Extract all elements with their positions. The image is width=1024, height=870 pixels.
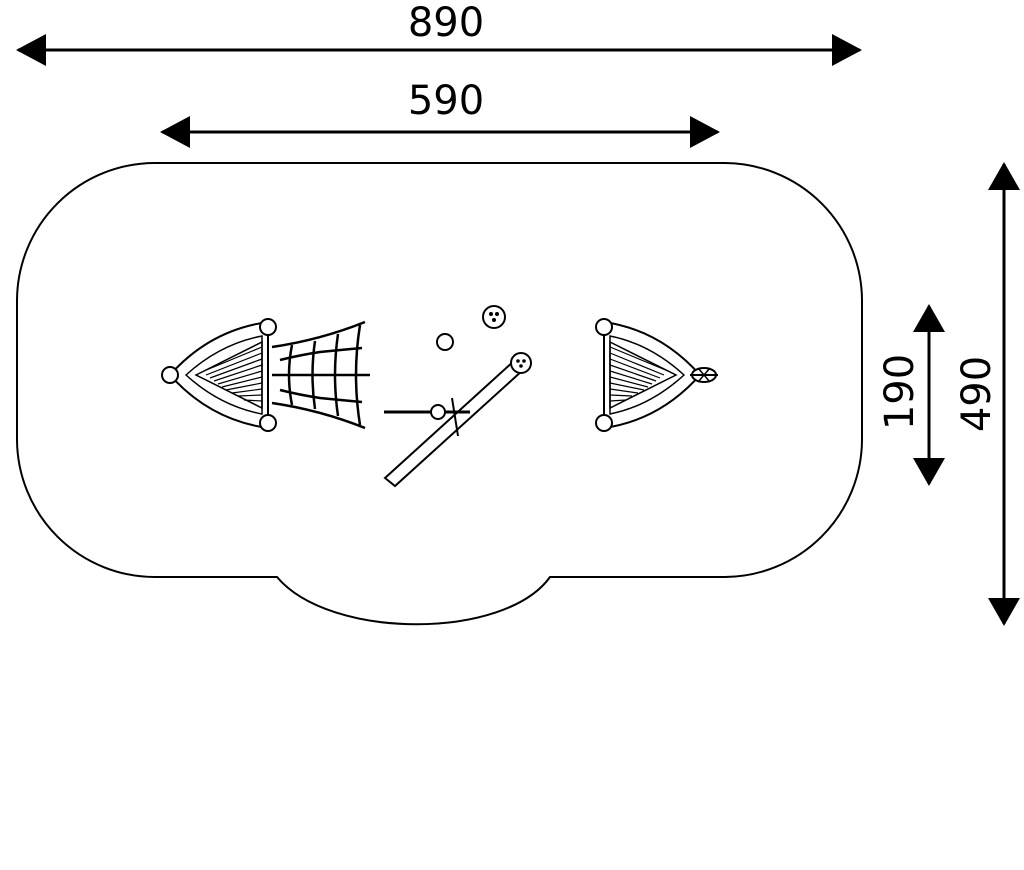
arrow-down-icon [913, 458, 945, 486]
arrow-right-icon [690, 116, 720, 148]
right-ship-stern-icon [595, 318, 718, 432]
arrow-right-icon [832, 34, 862, 66]
left-ship-bow-icon [161, 318, 277, 432]
dimension-label-overall-width: 890 [408, 0, 484, 46]
dimension-inner-depth: 190 [877, 304, 945, 486]
stepping-post-icon [482, 305, 506, 329]
arrow-down-icon [988, 598, 1020, 626]
arrow-up-icon [913, 304, 945, 332]
stepping-post-icon [436, 333, 454, 351]
dimension-label-overall-depth: 490 [954, 356, 1000, 432]
dimension-label-inner-width: 590 [408, 78, 484, 124]
dimension-overall-width: 890 [16, 0, 862, 66]
dimension-inner-width: 590 [160, 78, 720, 148]
arrow-up-icon [988, 162, 1020, 190]
arrow-left-icon [160, 116, 190, 148]
safety-zone-outline [16, 162, 863, 626]
steering-wheel-icon [690, 367, 718, 383]
climbing-net-icon [271, 320, 370, 430]
arrow-left-icon [16, 34, 46, 66]
dimension-label-inner-depth: 190 [877, 354, 923, 430]
dimension-overall-depth: 490 [954, 162, 1020, 626]
seesaw-beam-icon [383, 352, 532, 488]
